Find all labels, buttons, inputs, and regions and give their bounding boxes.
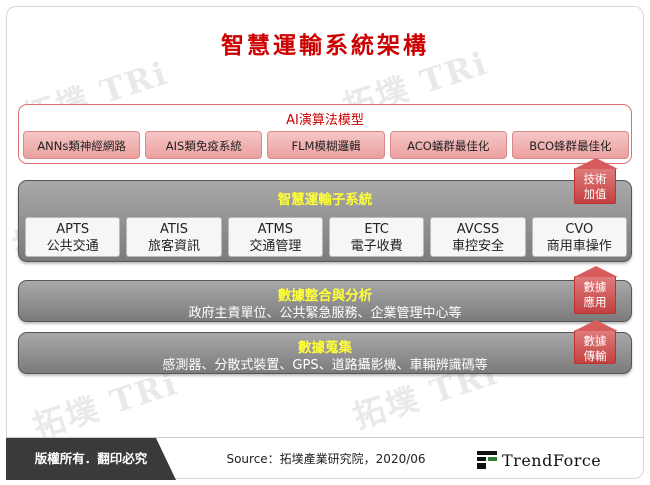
- collection-title: 數據蒐集: [298, 340, 352, 356]
- subsystem-code: ETC: [364, 222, 389, 237]
- subsystem-name: 車控安全: [451, 239, 504, 254]
- data-apply-arrow: 數據 應用: [574, 266, 618, 314]
- trendforce-logo-icon: [477, 451, 497, 469]
- subsystem-name: 商用車操作: [546, 239, 612, 254]
- data-transfer-line1: 數據: [583, 334, 607, 348]
- footer: 版權所有．翻印必究 Source：拓墣產業研究院，2020/06 TrendFo…: [6, 437, 644, 480]
- subsystem-code: AVCSS: [456, 222, 500, 237]
- subsystem-item-etc: ETC 電子收費: [328, 217, 425, 257]
- brand: TrendForce: [476, 444, 644, 476]
- integration-subtitle: 政府主責單位、公共緊急服務、企業管理中心等: [188, 306, 462, 321]
- source-text: Source：拓墣產業研究院，2020/06: [226, 452, 426, 466]
- brand-name: TrendForce: [502, 450, 602, 470]
- data-transfer-arrow: 數據 傳輸: [574, 320, 618, 364]
- subsystem-item-atms: ATMS 交通管理: [227, 217, 323, 257]
- ai-item-ais: AIS類免疫系統: [145, 131, 263, 159]
- ai-model-title: AI演算法模型: [286, 113, 364, 128]
- subsystem-name: 旅客資訊: [147, 239, 200, 254]
- subsystem-name: 電子收費: [350, 239, 403, 254]
- subsystem-code: CVO: [565, 222, 594, 237]
- subsystem-item-cvo: CVO 商用車操作: [531, 217, 627, 257]
- subsystem-item-avcss: AVCSS 車控安全: [430, 217, 526, 257]
- subsystem-item-apts: APTS 公共交通: [25, 217, 121, 257]
- copyright-notice: 版權所有．翻印必究: [6, 438, 176, 480]
- subsystem-items: APTS 公共交通 ATIS 旅客資訊 ATMS 交通管理 ETC 電子收費 A…: [25, 217, 627, 257]
- subsystem-item-atis: ATIS 旅客資訊: [126, 217, 222, 257]
- ai-item-bco: BCO蜂群最佳化: [511, 131, 630, 159]
- ai-item-flm: FLM模糊邏輯: [267, 131, 385, 159]
- data-apply-line1: 數據: [583, 280, 607, 294]
- ai-item-aco: ACO蟻群最佳化: [389, 131, 507, 159]
- subsystem-panel: 智慧運輸子系統 APTS 公共交通 ATIS 旅客資訊 ATMS 交通管理 ET…: [18, 180, 632, 262]
- subsystem-title: 智慧運輸子系統: [277, 192, 373, 208]
- tech-value-line1: 技術: [583, 172, 607, 186]
- subsystem-code: ATIS: [160, 222, 188, 237]
- page-title: 智慧運輸系統架構: [221, 32, 429, 59]
- ai-model-items: ANNs類神經網路 AIS類免疫系統 FLM模糊邏輯 ACO蟻群最佳化 BCO蜂…: [23, 131, 630, 159]
- subsystem-name: 交通管理: [249, 239, 302, 254]
- ai-item-anns: ANNs類神經網路: [23, 131, 141, 159]
- subsystem-name: 公共交通: [46, 239, 99, 254]
- subsystem-code: APTS: [56, 222, 90, 237]
- ai-model-box: AI演算法模型 ANNs類神經網路 AIS類免疫系統 FLM模糊邏輯 ACO蟻群…: [18, 104, 632, 164]
- tech-value-arrow: 技術 加值: [574, 158, 618, 204]
- integration-title: 數據整合與分析: [277, 288, 373, 304]
- collection-subtitle: 感測器、分散式裝置、GPS、道路攝影機、車輛辨識碼等: [162, 358, 488, 373]
- integration-panel: 數據整合與分析 政府主責單位、公共緊急服務、企業管理中心等: [18, 280, 632, 322]
- data-apply-line2: 應用: [583, 295, 607, 309]
- subsystem-code: ATMS: [257, 222, 293, 237]
- data-transfer-line2: 傳輸: [583, 349, 607, 363]
- tech-value-line2: 加值: [583, 187, 607, 201]
- collection-panel: 數據蒐集 感測器、分散式裝置、GPS、道路攝影機、車輛辨識碼等: [18, 332, 632, 374]
